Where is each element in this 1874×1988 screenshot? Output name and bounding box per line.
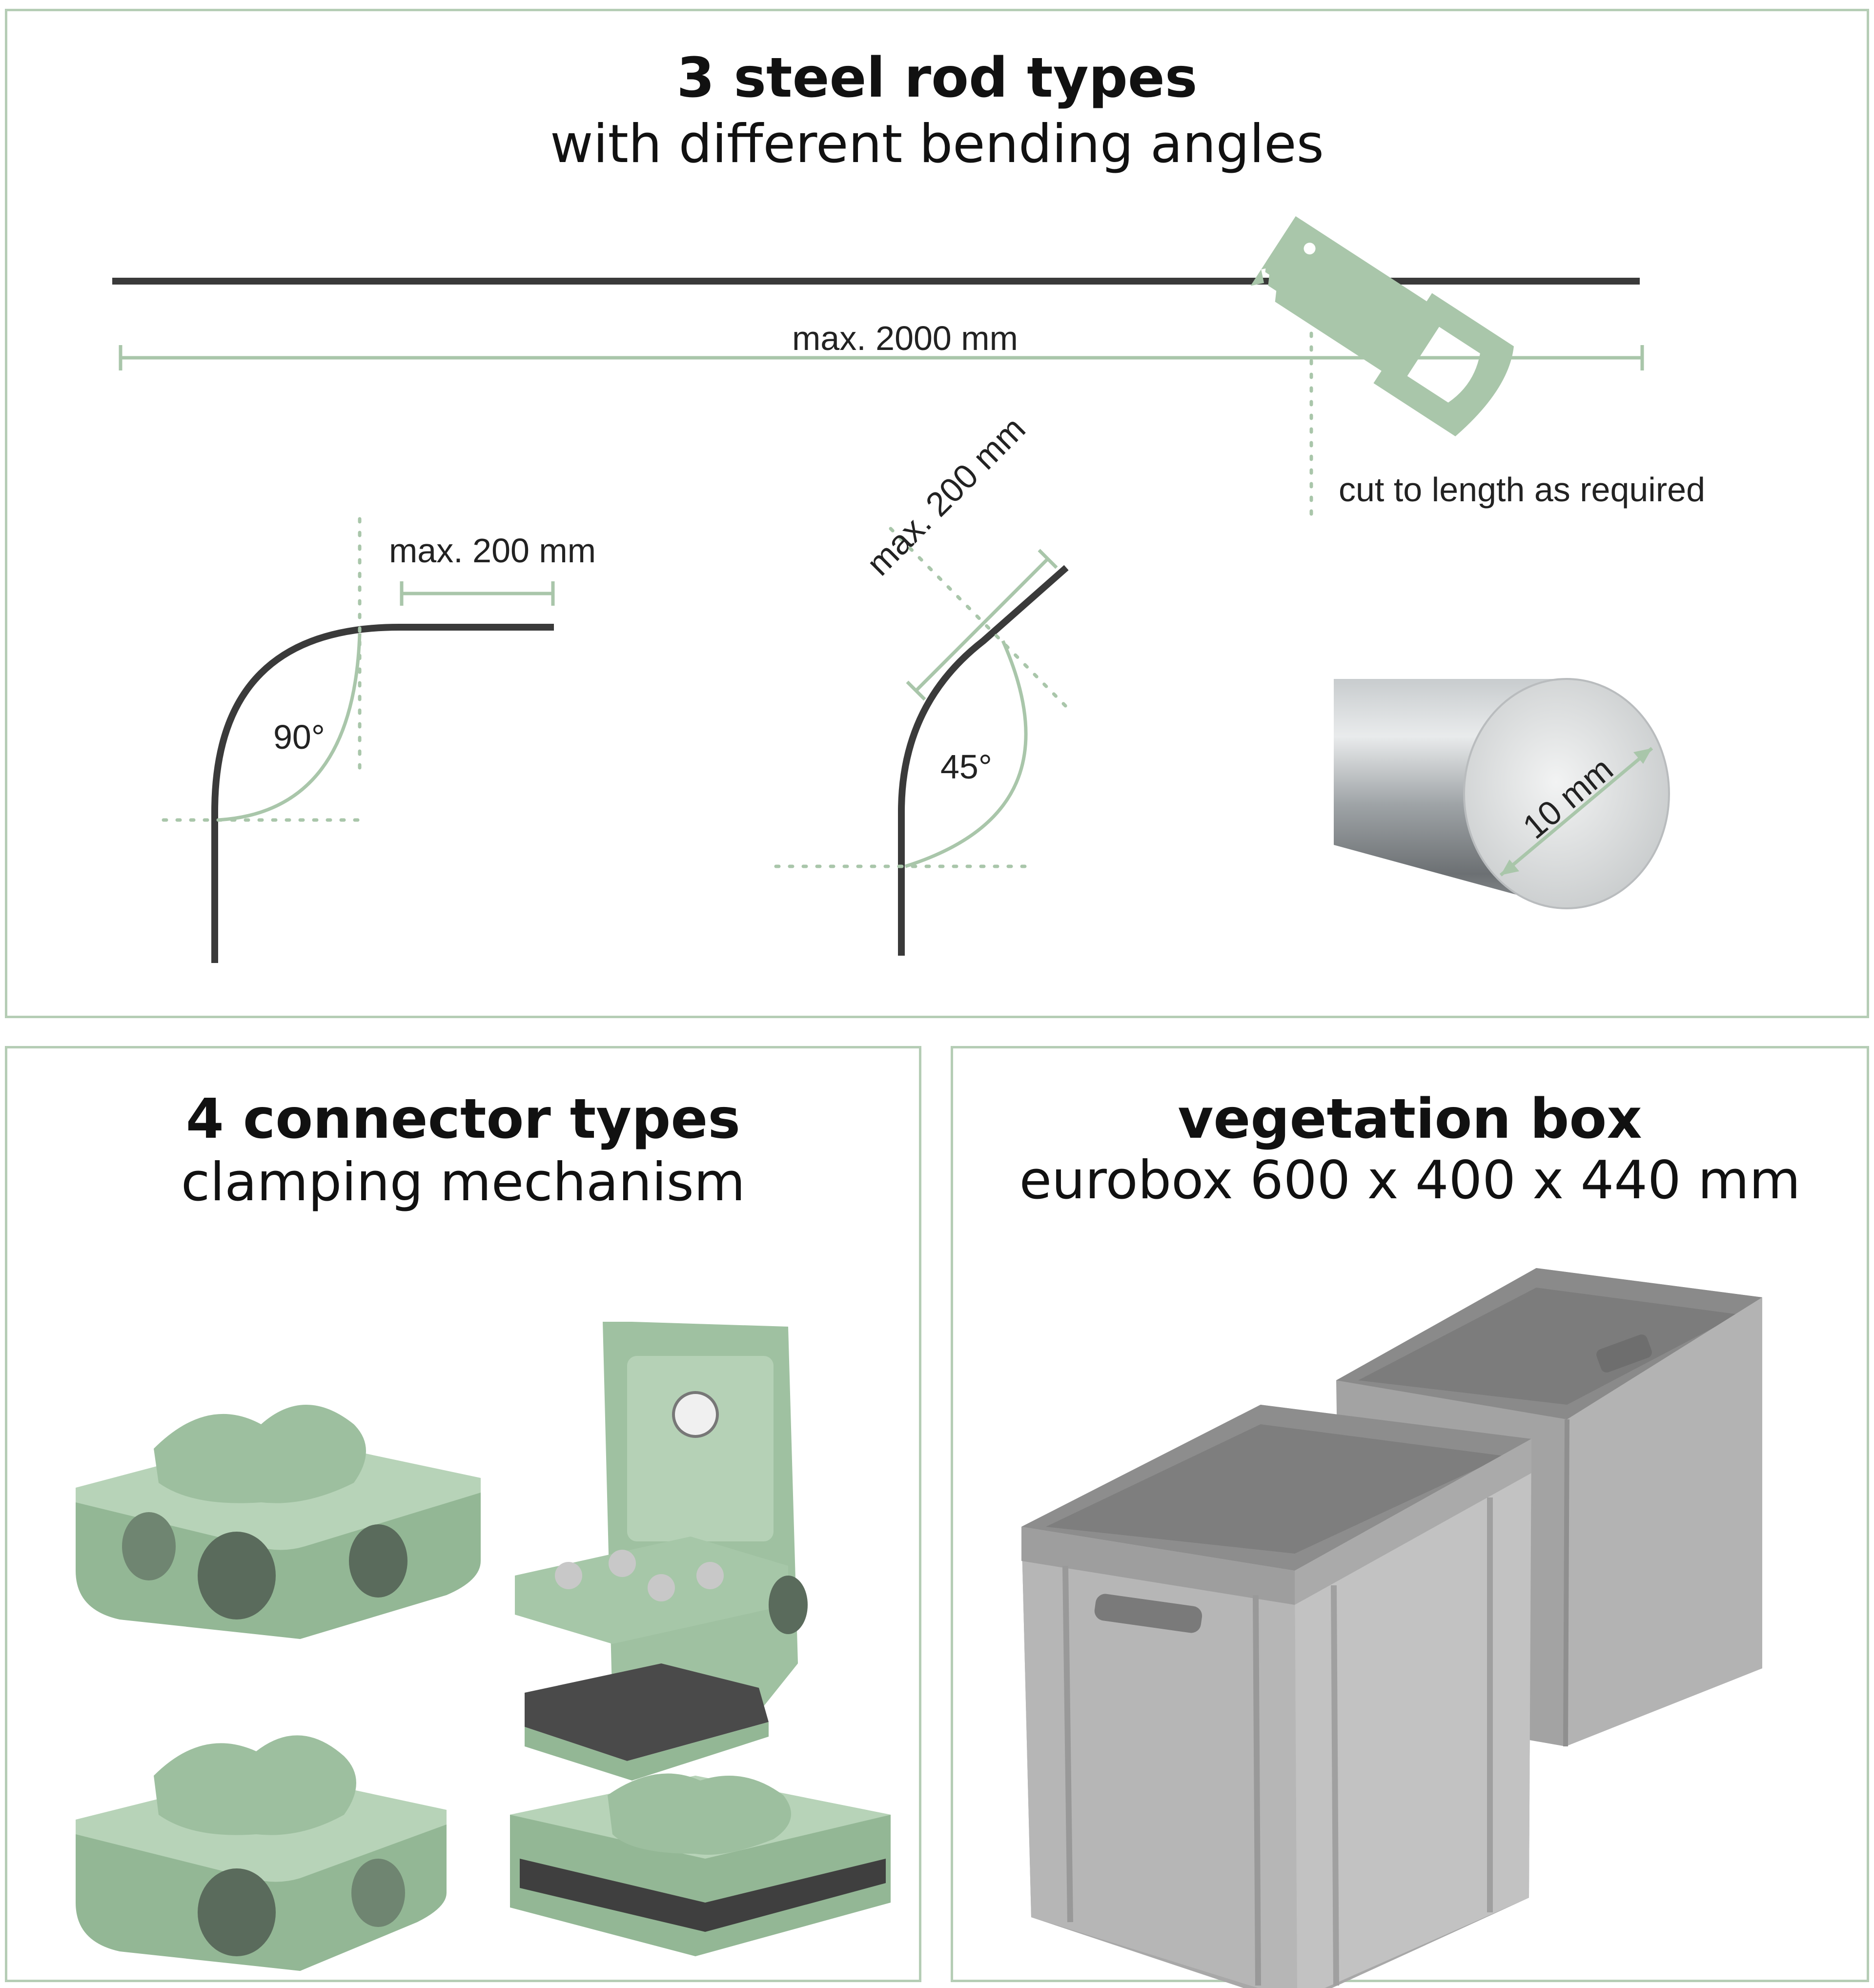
connectors-subtitle: clamping mechanism — [181, 1152, 746, 1213]
eurobox-front — [1021, 1405, 1531, 1988]
connectors-illustration — [76, 1322, 891, 1971]
rod-cross-section — [1334, 678, 1670, 909]
connector-plate-clamp — [510, 1773, 891, 1956]
rods-subtitle: with different bending angles — [550, 114, 1324, 175]
bend90-angle-label: 90° — [273, 718, 325, 756]
box-subtitle: eurobox 600 x 400 x 440 mm — [1019, 1150, 1801, 1211]
cut-label: cut to length as required — [1339, 471, 1706, 509]
connectors-panel: 4 connector types clamping mechanism — [5, 1046, 921, 1982]
vegetation-box-panel: vegetation box eurobox 600 x 400 x 440 m… — [951, 1046, 1869, 1988]
connector-angle-bracket — [515, 1322, 808, 1781]
straight-length-label: max. 2000 mm — [792, 319, 1018, 357]
rods-title: 3 steel rod types — [676, 46, 1198, 110]
bend45-angle-label: 45° — [940, 748, 992, 786]
bend90-length-label: max. 200 mm — [389, 532, 596, 570]
steel-rods-panel: 3 steel rod types with different bending… — [5, 9, 1869, 1018]
saw-icon — [1250, 216, 1514, 436]
connectors-title: 4 connector types — [185, 1087, 741, 1151]
box-title: vegetation box — [1178, 1087, 1642, 1151]
rods-illustration — [112, 216, 1670, 963]
rod-bend-90 — [162, 517, 555, 963]
rod-bend-45 — [774, 527, 1073, 956]
connector-cross-clamp — [76, 1405, 481, 1639]
connector-t-clamp — [76, 1735, 447, 1971]
eurobox-illustration — [1021, 1268, 1762, 1988]
